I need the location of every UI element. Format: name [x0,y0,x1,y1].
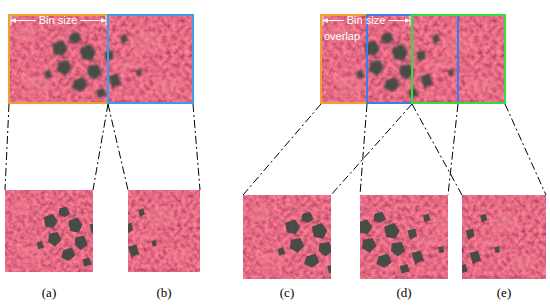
dimension-line [80,20,106,21]
projection-lines [5,104,546,195]
dimension-tick [410,16,411,26]
dimension-label: Bin size [347,14,386,27]
bin-frame [412,15,505,103]
dimension-tick [323,16,324,26]
image-tile [43,190,200,272]
dimension-label: Bin size [39,14,78,27]
dimension-tick [11,16,12,26]
panel-label: (e) [497,285,511,301]
panel-label: (c) [280,285,294,301]
dimension-line [323,20,344,21]
dimension-line [388,20,410,21]
panel-label: (a) [42,285,56,301]
dimension-line [11,20,36,21]
panel-label: (b) [156,285,171,301]
satellite-image [320,14,505,104]
dimension-tick [106,16,107,26]
bin-frame [108,15,193,103]
overlap-label: overlap [324,30,360,43]
bin-frames [9,15,505,103]
bin-frame [9,15,108,103]
panel-label: (d) [396,285,411,301]
satellite-image [8,14,193,104]
image-tile [379,195,546,279]
